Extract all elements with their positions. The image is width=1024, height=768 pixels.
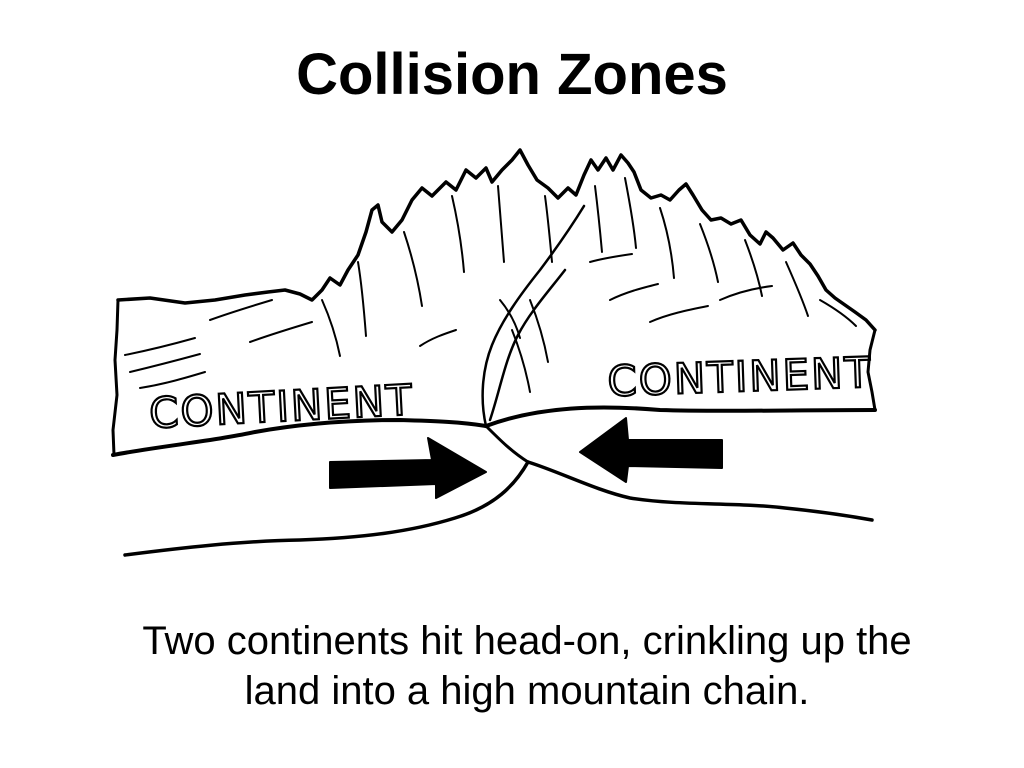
right-crust-boundary (484, 405, 877, 428)
left-plate-bottom (123, 460, 530, 557)
arrow-left-icon (579, 417, 723, 483)
caption-line-1: Two continents hit head-on, crinkling up… (142, 619, 912, 663)
right-land-edge (866, 328, 877, 412)
suture-zone-right (488, 268, 567, 422)
mountain-shading (124, 177, 857, 393)
slide-caption: Two continents hit head-on, crinkling up… (62, 616, 992, 716)
left-land-edge (111, 298, 120, 457)
right-continent-label: CONTINENT (607, 348, 873, 406)
caption-line-2: land into a high mountain chain. (244, 669, 810, 713)
left-continent-label: CONTINENT (148, 375, 415, 438)
arrow-right-icon (329, 437, 487, 499)
slide-title: Collision Zones (296, 42, 728, 107)
left-crust-boundary (111, 418, 488, 457)
mountain-range-outline (116, 148, 877, 332)
right-plate-bottom (526, 460, 874, 522)
collision-zone-diagram: CONTINENT CONTINENT (111, 148, 877, 557)
suture-zone-left (481, 204, 586, 428)
plate-contact-line (484, 424, 530, 464)
